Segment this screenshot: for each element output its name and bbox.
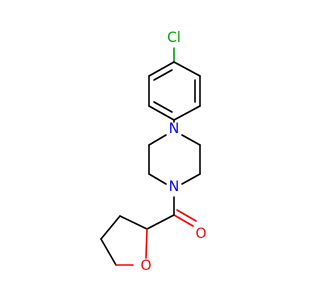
bond-cd-n1 xyxy=(181,134,201,146)
ring-oxygen-label: O xyxy=(140,258,151,274)
bond-c2-c3-thf xyxy=(119,215,148,230)
bond-o-c2-thf xyxy=(145,228,148,259)
bond-carbonyl-o-1 xyxy=(173,214,194,227)
atom-labels: Cl N N O O xyxy=(140,30,206,274)
bond-c3-c4-thf xyxy=(100,215,121,240)
molecule-structure: Cl N N O O xyxy=(100,30,207,274)
bonds xyxy=(100,47,201,266)
chlorine-label: Cl xyxy=(167,30,181,46)
bond-c4-c5-thf xyxy=(100,238,117,266)
bond-c1-c2 xyxy=(148,61,175,77)
bond-n2-cc xyxy=(181,173,201,185)
bond-c3-c4-inner xyxy=(153,101,173,113)
bond-cb-n2 xyxy=(148,173,167,185)
bond-carbonyl-o-2 xyxy=(176,209,197,222)
bond-n1-ca xyxy=(148,134,167,146)
nitrogen-label-bottom: N xyxy=(169,179,179,195)
carbonyl-oxygen-label: O xyxy=(195,226,206,242)
nitrogen-label-top: N xyxy=(169,121,179,137)
bond-carbonyl-c2 xyxy=(146,214,175,230)
bond-c3-c4 xyxy=(148,105,175,121)
bond-c6-c1 xyxy=(173,61,201,77)
bond-c1-c2-inner xyxy=(153,69,173,81)
bond-c4-c5 xyxy=(173,105,201,121)
